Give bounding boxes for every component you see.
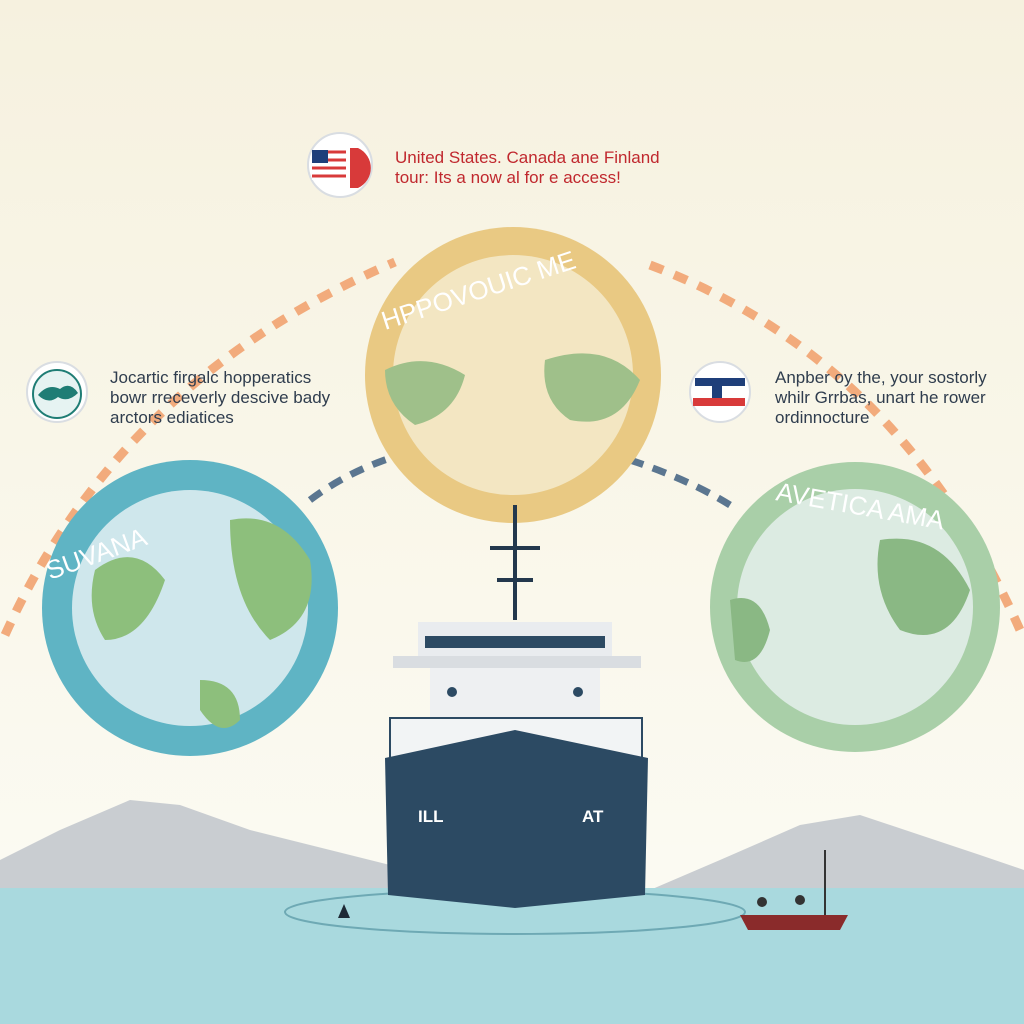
- caption-top-line-2: tour: Its a now al for e access!: [395, 168, 621, 187]
- dashed-link-right: [628, 456, 732, 508]
- caption-top: United States. Canada ane Finland tour: …: [395, 148, 660, 188]
- flag-badge-icon: [307, 132, 373, 198]
- fin-icon: [338, 904, 350, 918]
- caption-right-line-1: Anpber oy the, your sostorly: [775, 368, 987, 387]
- ship-hull-label-left: ILL: [418, 807, 444, 826]
- caption-left: Jocartic firgalc hopperatics bowr rrecev…: [110, 368, 330, 428]
- dashed-link-left: [307, 451, 402, 503]
- globe-left: [42, 460, 338, 756]
- mountains-left: [0, 800, 390, 890]
- caption-right-line-3: ordinnocture: [775, 408, 870, 427]
- ship: [385, 505, 648, 908]
- globe-badge-icon: [26, 361, 88, 423]
- caption-right-line-2: whilr Grrbas, unart he rower: [775, 388, 986, 407]
- globe-center: [365, 227, 661, 523]
- dashed-arc-left: [0, 257, 397, 637]
- ship-hull-label-right: AT: [582, 807, 604, 826]
- caption-top-line-1: United States. Canada ane Finland: [395, 148, 660, 167]
- small-boat: [740, 850, 848, 930]
- caption-left-line-3: arctors ediatices: [110, 408, 234, 427]
- water: [0, 888, 1024, 1024]
- mountains-right: [650, 815, 1024, 890]
- caption-right: Anpber oy the, your sostorly whilr Grrba…: [775, 368, 987, 428]
- caption-left-line-2: bowr rreceverly descive bady: [110, 388, 331, 407]
- caption-left-line-1: Jocartic firgalc hopperatics: [110, 368, 312, 387]
- flag-badge-right-icon: [689, 361, 751, 423]
- globe-right: [710, 462, 1000, 752]
